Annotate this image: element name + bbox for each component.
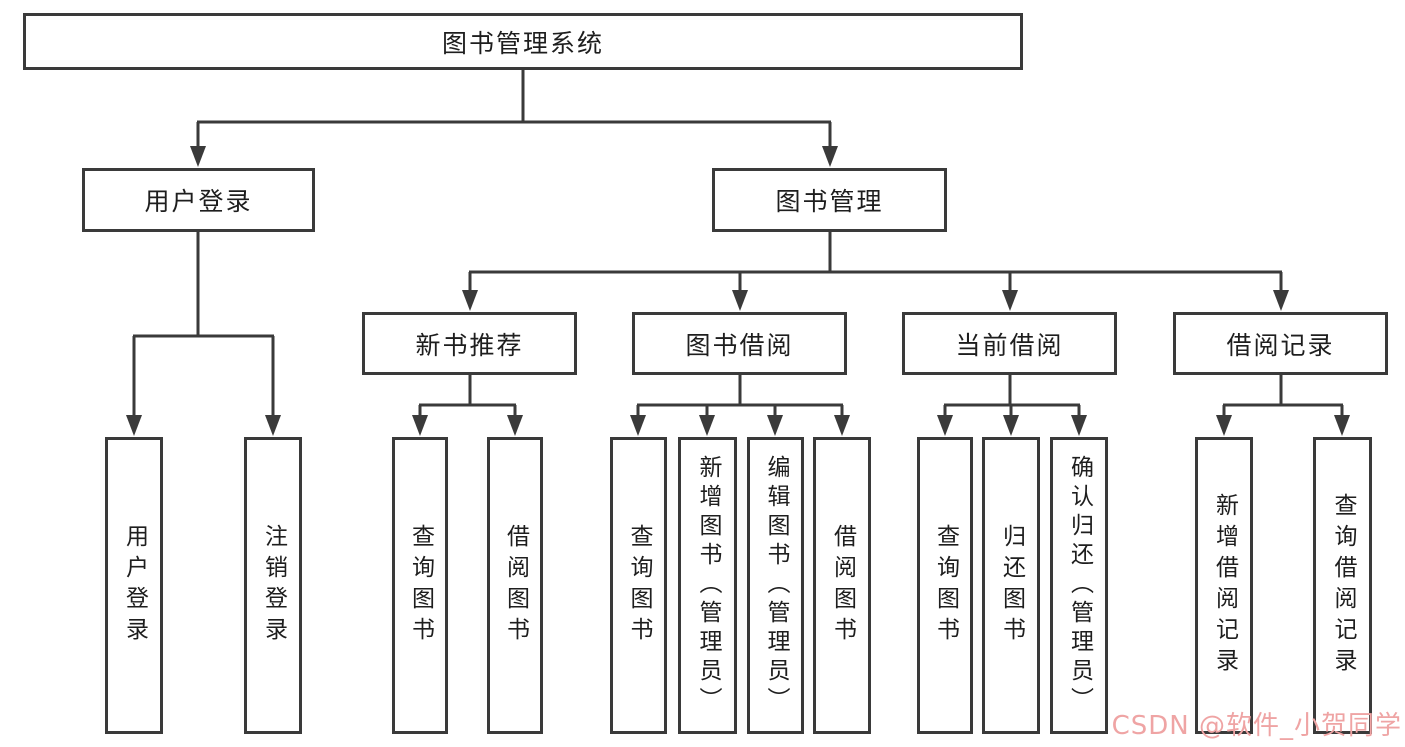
arrow-icon xyxy=(1003,415,1019,436)
arrow-icon xyxy=(1002,290,1018,311)
node-leaf-query-books-current: 查询图书 xyxy=(917,437,973,734)
connector-path xyxy=(132,70,1344,418)
arrow-icon xyxy=(126,415,142,436)
node-book-borrowing: 图书借阅 xyxy=(632,312,847,375)
node-leaf-edit-books-admin: 编辑图书（管理员） xyxy=(747,437,804,734)
node-leaf-add-books-admin: 新增图书（管理员） xyxy=(678,437,737,734)
node-new-book-recommend: 新书推荐 xyxy=(362,312,577,375)
node-user-login: 用户登录 xyxy=(82,168,315,232)
node-leaf-borrow-books-borrowing: 借阅图书 xyxy=(813,437,871,734)
arrow-icon xyxy=(1071,415,1087,436)
arrow-icon xyxy=(1334,415,1350,436)
node-root: 图书管理系统 xyxy=(23,13,1023,70)
node-leaf-query-books-borrowing: 查询图书 xyxy=(610,437,667,734)
arrow-icon xyxy=(834,415,850,436)
arrow-icon xyxy=(462,290,478,311)
arrow-icon xyxy=(1216,415,1232,436)
arrow-icon xyxy=(630,415,646,436)
arrow-icon xyxy=(190,146,206,167)
arrowheads xyxy=(126,146,1350,436)
node-leaf-confirm-return-admin: 确认归还（管理员） xyxy=(1050,437,1108,734)
node-leaf-borrow-books-recommend: 借阅图书 xyxy=(487,437,543,734)
arrow-icon xyxy=(265,415,281,436)
arrow-icon xyxy=(412,415,428,436)
node-leaf-add-borrow-record: 新增借阅记录 xyxy=(1195,437,1253,734)
arrow-icon xyxy=(822,146,838,167)
node-book-management: 图书管理 xyxy=(712,168,947,232)
node-leaf-logout: 注销登录 xyxy=(244,437,302,734)
node-leaf-query-borrow-record: 查询借阅记录 xyxy=(1313,437,1372,734)
node-current-borrowing: 当前借阅 xyxy=(902,312,1117,375)
arrow-icon xyxy=(767,415,783,436)
node-borrowing-records: 借阅记录 xyxy=(1173,312,1388,375)
arrow-icon xyxy=(1273,290,1289,311)
arrow-icon xyxy=(699,415,715,436)
arrow-icon xyxy=(507,415,523,436)
node-leaf-query-books-recommend: 查询图书 xyxy=(392,437,448,734)
node-leaf-return-books: 归还图书 xyxy=(982,437,1040,734)
watermark: CSDN @软件_小贺同学 xyxy=(1111,711,1402,741)
node-leaf-user-login: 用户登录 xyxy=(105,437,163,734)
arrow-icon xyxy=(937,415,953,436)
arrow-icon xyxy=(732,290,748,311)
